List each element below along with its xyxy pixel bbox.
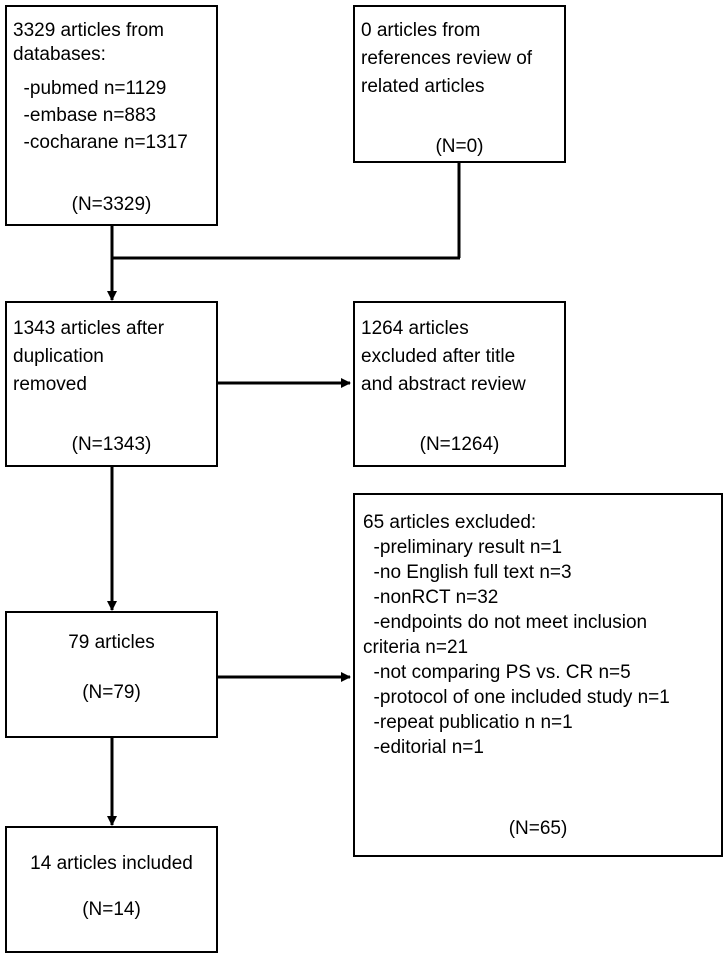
db-sources-box: 3329 articles from databases: -pubmed n=… xyxy=(5,5,218,226)
included-line-1: 14 articles included xyxy=(30,853,193,874)
included-box: 14 articles included (N=14) xyxy=(5,826,218,953)
excluded-title-box: 1264 articles excluded after title and a… xyxy=(353,301,566,467)
excl-title-total: (N=1264) xyxy=(419,434,500,455)
included-total: (N=14) xyxy=(82,899,141,920)
excl-title-line-2: excluded after title xyxy=(361,346,516,367)
excl-ft-line-6: criteria n=21 xyxy=(363,637,469,658)
db-line-1: 3329 articles from xyxy=(13,20,165,41)
excluded-fulltext-box: 65 articles excluded: -preliminary resul… xyxy=(353,493,723,857)
db-line-2: databases: xyxy=(13,44,106,65)
excl-ft-line-5: -endpoints do not meet inclusion xyxy=(363,612,648,633)
dedup-line-3: removed xyxy=(13,374,87,395)
dedup-line-1: 1343 articles after xyxy=(13,318,165,339)
excl-ft-line-1: 65 articles excluded: xyxy=(363,512,537,533)
dedup-line-2: duplication xyxy=(13,346,104,367)
db-total: (N=3329) xyxy=(71,194,152,215)
ref-line-2: references review of xyxy=(361,48,533,69)
excl-title-line-1: 1264 articles xyxy=(361,318,469,339)
db-line-4: -embase n=883 xyxy=(13,105,157,126)
excl-ft-line-7: -not comparing PS vs. CR n=5 xyxy=(363,662,631,683)
ref-line-3: related articles xyxy=(361,76,485,97)
db-line-3: -pubmed n=1129 xyxy=(13,78,167,99)
excl-ft-line-2: -preliminary result n=1 xyxy=(363,537,563,558)
fulltext-line-1: 79 articles xyxy=(68,632,155,653)
excl-ft-line-4: -nonRCT n=32 xyxy=(363,587,499,608)
excl-title-line-3: and abstract review xyxy=(361,374,526,395)
fulltext-total: (N=79) xyxy=(82,682,141,703)
ref-total: (N=0) xyxy=(435,136,484,157)
dedup-total: (N=1343) xyxy=(71,434,152,455)
excl-ft-line-10: -editorial n=1 xyxy=(363,737,484,758)
after-dedup-box: 1343 articles after duplication removed … xyxy=(5,301,218,467)
excl-ft-line-3: -no English full text n=3 xyxy=(363,562,572,583)
excl-ft-line-8: -protocol of one included study n=1 xyxy=(363,687,670,708)
excl-ft-total: (N=65) xyxy=(508,818,568,839)
db-line-5: -cocharane n=1317 xyxy=(13,132,188,153)
ref-sources-box: 0 articles from references review of rel… xyxy=(353,5,566,163)
excl-ft-line-9: -repeat publicatio n n=1 xyxy=(363,712,573,733)
fulltext-box: 79 articles (N=79) xyxy=(5,611,218,738)
ref-line-1: 0 articles from xyxy=(361,20,481,41)
